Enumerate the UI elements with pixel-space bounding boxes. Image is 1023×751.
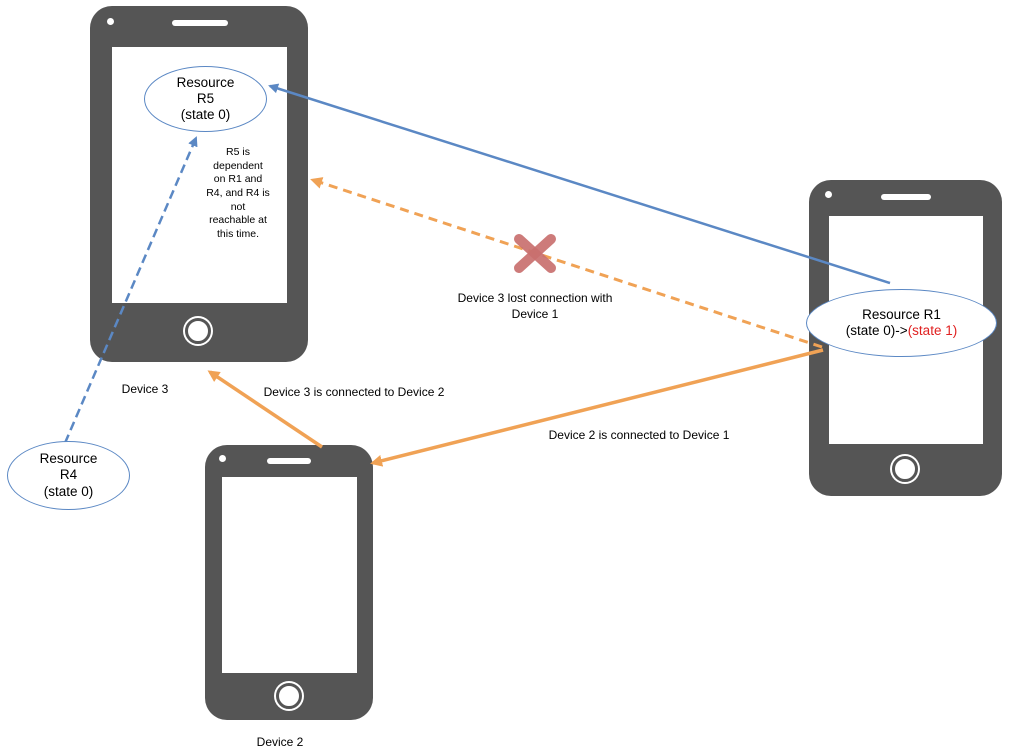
home-button-icon (185, 318, 211, 344)
note-line: R4, and R4 is (206, 186, 270, 199)
note-line: on R1 and (213, 173, 263, 186)
note-line: R5 is (226, 146, 250, 158)
camera-icon (825, 191, 832, 198)
camera-icon (107, 18, 114, 25)
d3-d2-connection-label: Device 3 is connected to Device 2 (263, 385, 445, 399)
resource-r5-state: (state 0) (180, 107, 231, 123)
resource-r1-state: (state 0)->(state 1) (846, 323, 957, 339)
speaker-icon (172, 20, 228, 26)
speaker-icon (267, 458, 311, 464)
r5-dependency-note: R5 is dependent on R1 and R4, and R4 is … (188, 146, 288, 241)
resource-r4: Resource R4 (state 0) (7, 441, 130, 510)
device-2-label: Device 2 (256, 735, 304, 749)
device-2-phone (205, 445, 373, 720)
home-button-icon (892, 456, 918, 482)
device-3-phone (90, 6, 308, 362)
note-line: dependent (213, 159, 263, 172)
note-line: this time. (216, 227, 259, 240)
dependency-arrow-r1-r5 (268, 83, 891, 285)
home-button-icon (276, 683, 302, 709)
device-3-label: Device 3 (121, 382, 169, 396)
connection-arrow-d2-d3 (207, 370, 323, 449)
resource-r5-line1: Resource (176, 74, 235, 90)
device-2-screen (222, 477, 357, 673)
resource-r4-line2: R4 (59, 467, 78, 483)
resource-r5: Resource R5 (state 0) (144, 66, 267, 132)
resource-r5-line2: R5 (196, 90, 215, 106)
speaker-icon (881, 194, 931, 200)
note-line: reachable at (209, 214, 267, 227)
resource-r1-title: Resource R1 (862, 306, 941, 322)
d2-d1-connection-label: Device 2 is connected to Device 1 (548, 428, 730, 442)
connection-arrow-d1-d2 (370, 348, 824, 467)
resource-r1: Resource R1 (state 0)->(state 1) (806, 289, 997, 357)
resource-r1-state-from: (state 0)-> (845, 323, 908, 338)
lost-connection-line: Device 1 (511, 306, 559, 321)
note-line: not (230, 200, 246, 213)
resource-r1-state-to: (state 1) (907, 323, 958, 338)
camera-icon (219, 455, 226, 462)
lost-connection-line: Device 3 lost connection with (457, 291, 613, 305)
x-mark-icon (514, 234, 556, 273)
lost-connection-label: Device 3 lost connection with Device 1 (430, 291, 640, 322)
resource-r4-line1: Resource (39, 451, 98, 467)
resource-r4-state: (state 0) (43, 483, 94, 499)
